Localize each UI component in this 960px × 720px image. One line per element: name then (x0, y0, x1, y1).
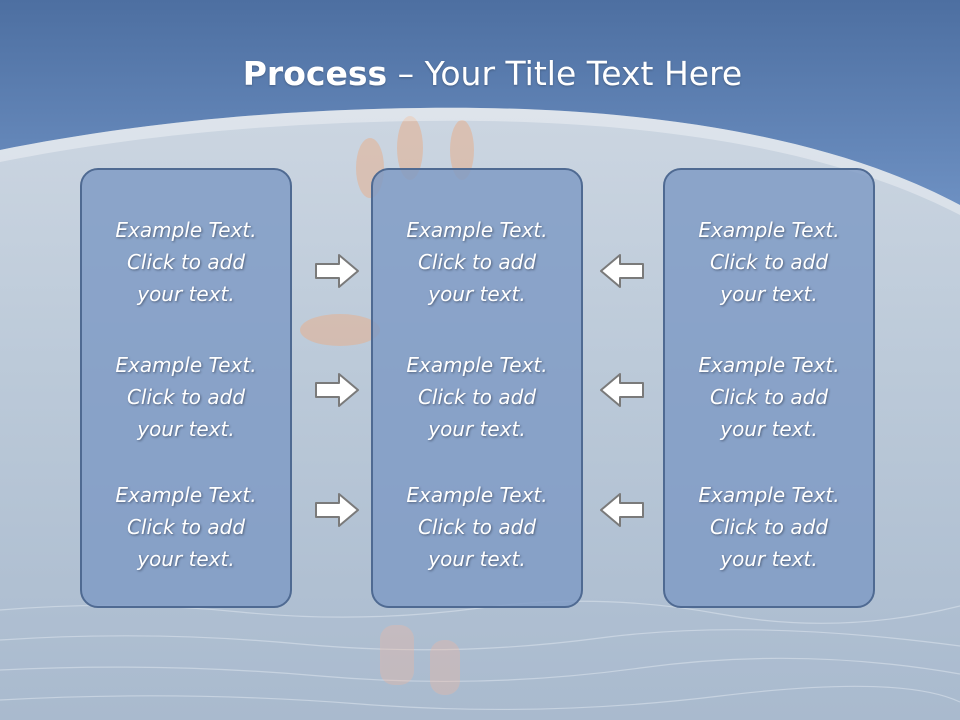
text-line: Example Text. (698, 218, 840, 242)
text-line: Click to add (417, 385, 537, 409)
text-line: Example Text. (698, 353, 840, 377)
text-line: Example Text. (115, 353, 257, 377)
text-line: Click to add (709, 515, 829, 539)
right-arrow-icon (315, 373, 359, 407)
text-line: Click to add (126, 250, 246, 274)
title-bold: Process (242, 54, 388, 93)
text-line: Click to add (126, 515, 246, 539)
text-block[interactable]: Example Text. Click to add your text. (82, 349, 290, 445)
text-block[interactable]: Example Text. Click to add your text. (373, 214, 581, 310)
text-block[interactable]: Example Text. Click to add your text. (665, 214, 873, 310)
text-line: Example Text. (115, 483, 257, 507)
text-line: your text. (137, 282, 235, 306)
process-box-left[interactable]: Example Text. Click to add your text. Ex… (80, 168, 292, 608)
text-line: Click to add (417, 515, 537, 539)
left-arrow-icon (600, 254, 644, 288)
text-line: your text. (428, 282, 526, 306)
text-block[interactable]: Example Text. Click to add your text. (373, 479, 581, 575)
text-line: your text. (137, 417, 235, 441)
text-line: Example Text. (698, 483, 840, 507)
text-line: your text. (720, 417, 818, 441)
text-block[interactable]: Example Text. Click to add your text. (665, 479, 873, 575)
text-line: your text. (720, 547, 818, 571)
text-line: your text. (428, 547, 526, 571)
text-line: Example Text. (406, 218, 548, 242)
text-line: Click to add (709, 250, 829, 274)
text-line: Example Text. (406, 353, 548, 377)
right-arrow-icon (315, 493, 359, 527)
text-line: Click to add (126, 385, 246, 409)
process-box-right[interactable]: Example Text. Click to add your text. Ex… (663, 168, 875, 608)
text-line: Example Text. (406, 483, 548, 507)
text-line: your text. (137, 547, 235, 571)
text-block[interactable]: Example Text. Click to add your text. (665, 349, 873, 445)
left-arrow-icon (600, 493, 644, 527)
text-block[interactable]: Example Text. Click to add your text. (82, 479, 290, 575)
text-line: Example Text. (115, 218, 257, 242)
process-box-center[interactable]: Example Text. Click to add your text. Ex… (371, 168, 583, 608)
header-band (0, 0, 960, 215)
text-block[interactable]: Example Text. Click to add your text. (373, 349, 581, 445)
right-arrow-icon (315, 254, 359, 288)
text-line: your text. (428, 417, 526, 441)
text-line: Click to add (417, 250, 537, 274)
text-line: your text. (720, 282, 818, 306)
text-block[interactable]: Example Text. Click to add your text. (82, 214, 290, 310)
left-arrow-icon (600, 373, 644, 407)
title-rest: – Your Title Text Here (387, 54, 743, 93)
text-line: Click to add (709, 385, 829, 409)
page-title: Process – Your Title Text Here (0, 54, 960, 93)
